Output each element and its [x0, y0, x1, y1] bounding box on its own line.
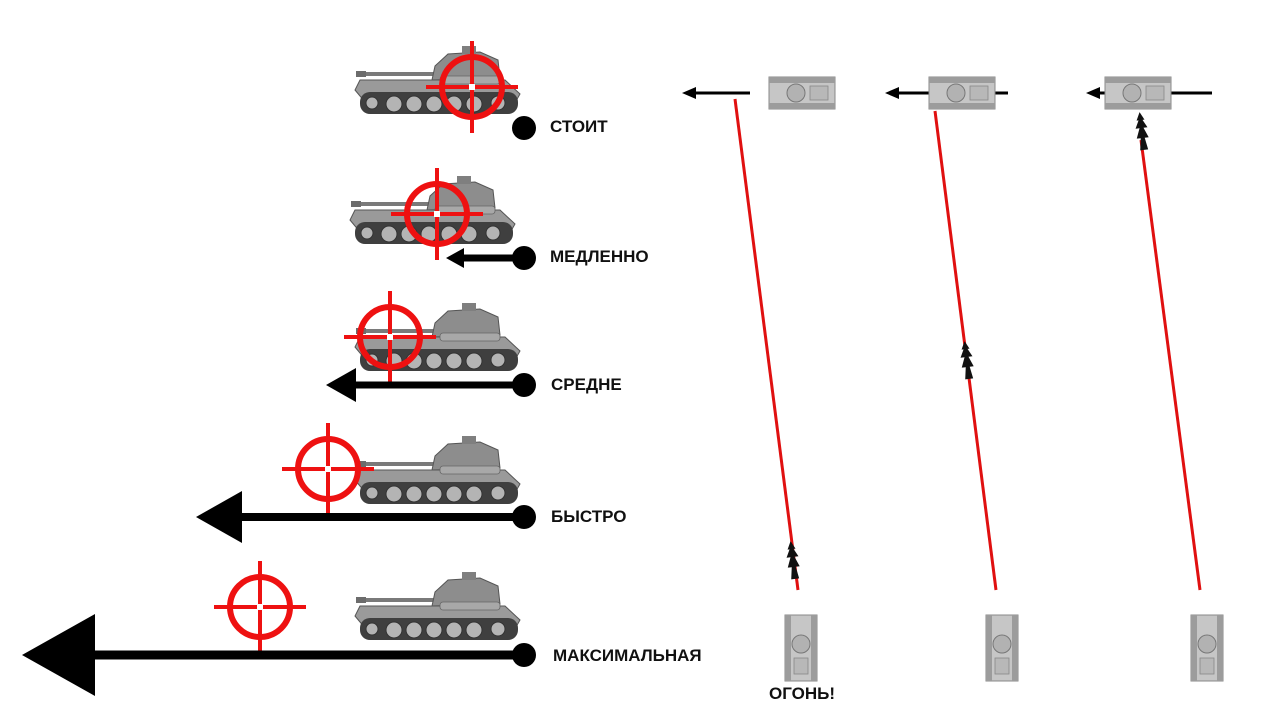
- speed-label-fast: БЫСТРО: [551, 507, 627, 526]
- crosshair-icon: [426, 41, 518, 133]
- tank-top-icon: [985, 614, 1019, 682]
- tank-top-icon: [1190, 614, 1224, 682]
- origin-dot: [512, 246, 536, 270]
- speed-label-standing: СТОИТ: [550, 117, 608, 136]
- origin-dot: [512, 116, 536, 140]
- speed-label-slow: МЕДЛЕННО: [550, 247, 649, 266]
- tank-top-icon: [1104, 76, 1172, 110]
- crosshair-icon: [214, 561, 306, 653]
- tank-top-icon: [768, 76, 836, 110]
- tank-side-icon: [354, 571, 521, 641]
- tank-top-icon: [784, 614, 818, 682]
- fire-label: ОГОНЬ!: [769, 684, 836, 703]
- tank-top-icon: [928, 76, 996, 110]
- shell-icon: [958, 340, 976, 380]
- trajectory-line: [733, 98, 800, 591]
- shell-icon: [784, 540, 802, 580]
- crosshair-icon: [282, 423, 374, 515]
- speed-label-medium: СРЕДНЕ: [551, 375, 622, 394]
- trajectory-line: [1139, 139, 1202, 591]
- speed-label-max: МАКСИМАЛЬНАЯ: [553, 646, 702, 665]
- origin-dot: [512, 373, 536, 397]
- shell-icon: [1133, 111, 1151, 151]
- tank-side-icon: [354, 435, 521, 505]
- origin-dot: [512, 643, 536, 667]
- origin-dot: [512, 505, 536, 529]
